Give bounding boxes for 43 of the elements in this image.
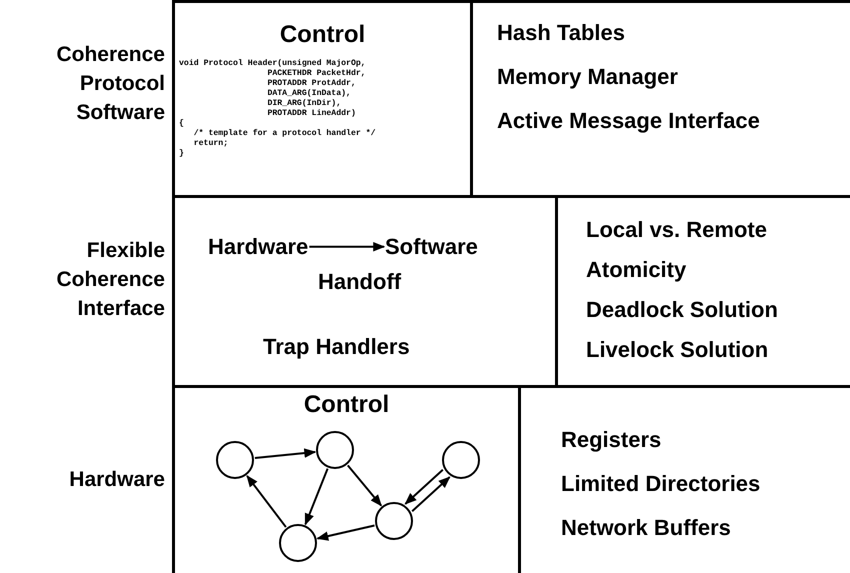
arrow bbox=[404, 469, 444, 505]
code-line: PROTADDR ProtAddr, bbox=[267, 79, 357, 89]
panel-heading: Control bbox=[280, 23, 366, 47]
arrow bbox=[347, 464, 382, 507]
code-line: { bbox=[179, 119, 185, 129]
arrow bbox=[411, 476, 450, 512]
code-line: PROTADDR LineAddr) bbox=[267, 109, 357, 119]
panel-heading: Control bbox=[304, 390, 390, 420]
row-label: Coherence Protocol Software bbox=[55, 42, 165, 126]
layer-panel bbox=[470, 0, 850, 195]
layer-panel bbox=[518, 385, 850, 573]
list-item: Limited Directories bbox=[561, 470, 762, 497]
row-label: Hardware bbox=[68, 467, 165, 493]
code-line: /* template for a protocol handler */ bbox=[194, 129, 376, 139]
arrow bbox=[304, 468, 329, 526]
layer-panel bbox=[555, 195, 850, 385]
list-item: Network Buffers bbox=[561, 514, 732, 541]
list-item: Livelock Solution bbox=[586, 336, 770, 363]
node-text: Software bbox=[385, 233, 478, 260]
layer-panel bbox=[172, 385, 518, 573]
arrow bbox=[309, 242, 386, 252]
arrow bbox=[246, 474, 287, 528]
code-line: return; bbox=[194, 139, 230, 149]
list-item: Registers bbox=[561, 426, 662, 453]
layer-panel bbox=[172, 195, 555, 385]
code-line: void Protocol Header(unsigned MajorOp, bbox=[179, 59, 367, 69]
layer-panel bbox=[172, 0, 470, 195]
node-text: Hardware bbox=[208, 233, 308, 260]
list-item: Deadlock Solution bbox=[586, 296, 779, 323]
node-text: Trap Handlers bbox=[263, 333, 410, 360]
list-item: Hash Tables bbox=[497, 19, 626, 46]
code-line: PACKETHDR PacketHdr, bbox=[267, 69, 367, 79]
code-line: DATA_ARG(InData), bbox=[267, 89, 352, 99]
list-item: Memory Manager bbox=[497, 63, 679, 90]
arrow bbox=[254, 448, 316, 459]
list-item: Local vs. Remote bbox=[586, 216, 768, 243]
code-line: DIR_ARG(InDir), bbox=[267, 99, 342, 109]
list-item: Active Message Interface bbox=[497, 107, 761, 134]
code-line: } bbox=[179, 149, 185, 159]
row-label: Flexible Coherence Interface bbox=[55, 238, 165, 322]
node-text: Handoff bbox=[318, 268, 402, 296]
arrow bbox=[316, 524, 375, 541]
list-item: Atomicity bbox=[586, 256, 688, 283]
